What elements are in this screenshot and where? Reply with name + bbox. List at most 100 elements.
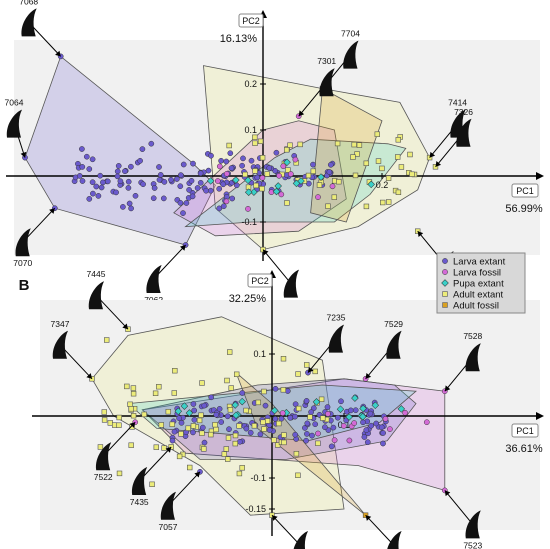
- data-point: [150, 195, 157, 202]
- data-point: [292, 431, 299, 438]
- data-point: [359, 404, 367, 413]
- y-variance-label: 32.25%: [229, 293, 267, 305]
- data-point: [340, 423, 347, 429]
- specimen-id-label: 7414: [448, 98, 467, 108]
- data-point: [360, 419, 366, 426]
- data-point: [315, 440, 321, 446]
- data-point: [185, 409, 194, 417]
- data-point: [318, 396, 325, 402]
- mandible-silhouette-icon: [319, 68, 335, 97]
- data-point: [345, 413, 353, 421]
- data-point: [264, 171, 270, 177]
- data-point: [130, 412, 137, 419]
- specimen-callout-arrow: [86, 373, 92, 379]
- data-point: [264, 418, 271, 424]
- specimen-callout-line: [444, 490, 474, 525]
- data-point: [223, 158, 230, 165]
- data-point: [223, 198, 230, 205]
- data-point: [375, 158, 382, 164]
- data-point: [225, 435, 232, 441]
- data-point: [139, 146, 146, 152]
- data-point: [347, 407, 354, 414]
- data-point: [244, 188, 253, 196]
- data-point: [125, 178, 132, 185]
- data-point: [203, 187, 209, 194]
- data-point: [180, 402, 189, 410]
- data-point: [270, 406, 279, 415]
- data-point: [423, 419, 430, 426]
- data-point: [76, 173, 83, 179]
- data-point: [326, 169, 333, 175]
- y-tick-label: 0.2: [244, 79, 257, 89]
- y-tick-label: 0.1: [244, 125, 257, 135]
- data-point: [93, 183, 100, 190]
- data-point: [254, 174, 261, 181]
- specimen-callout-arrow: [444, 490, 451, 497]
- specimen-callout-arrow: [365, 515, 372, 521]
- data-point: [116, 414, 122, 421]
- data-point: [292, 401, 299, 408]
- data-point: [239, 390, 246, 396]
- data-point: [180, 161, 187, 168]
- mandible-silhouette-icon: [131, 467, 148, 495]
- data-point: [114, 173, 121, 180]
- specimen-callout-arrow: [429, 151, 436, 158]
- data-point: [169, 421, 175, 427]
- data-point: [368, 422, 375, 429]
- data-point: [161, 179, 168, 185]
- data-point: [191, 407, 198, 414]
- specimen-id-label: 7522: [94, 472, 113, 482]
- mandible-silhouette-icon: [387, 531, 402, 549]
- data-point: [191, 416, 198, 423]
- data-point: [361, 434, 368, 440]
- data-point: [354, 151, 360, 157]
- data-point: [394, 154, 401, 160]
- data-point: [312, 398, 321, 406]
- data-point: [304, 431, 310, 437]
- data-point: [308, 409, 314, 415]
- data-point: [227, 150, 234, 157]
- data-point: [168, 176, 174, 183]
- data-point: [194, 185, 201, 191]
- data-point: [287, 171, 294, 177]
- specimen-id-label: 7704: [341, 29, 360, 39]
- data-point: [272, 385, 279, 392]
- data-point: [117, 178, 124, 185]
- data-point: [190, 423, 197, 429]
- data-point: [352, 407, 359, 414]
- panel-letter: B: [19, 277, 30, 294]
- data-point: [153, 444, 159, 450]
- data-point: [262, 402, 269, 409]
- data-point: [188, 177, 195, 184]
- plot-background: [14, 40, 540, 255]
- specimen-id-label: 7523: [463, 540, 482, 549]
- data-point: [287, 142, 293, 148]
- data-point: [402, 409, 408, 416]
- data-point: [233, 182, 240, 189]
- data-point: [247, 429, 254, 436]
- data-point: [232, 432, 239, 439]
- data-point: [331, 194, 337, 200]
- data-point: [238, 397, 246, 406]
- data-point: [442, 269, 448, 275]
- data-point: [303, 437, 309, 444]
- x-variance-label: 36.61%: [505, 443, 543, 455]
- specimen-callout-line: [95, 294, 129, 330]
- data-point: [266, 165, 273, 171]
- data-point: [97, 444, 104, 450]
- data-point: [295, 405, 302, 412]
- data-point: [268, 189, 275, 196]
- specimen-id-label: 7326: [454, 107, 473, 117]
- data-point: [158, 422, 164, 428]
- data-point: [232, 176, 240, 184]
- data-point: [152, 390, 159, 396]
- specimen-id-label: 7529: [384, 319, 403, 329]
- specimen-id-label: 7068: [19, 0, 38, 6]
- specimen-callout-arrow: [417, 231, 424, 237]
- data-point: [363, 427, 370, 433]
- specimen-callout-line: [262, 249, 292, 284]
- data-point: [325, 411, 331, 417]
- mandible-silhouette-icon: [6, 109, 22, 138]
- data-point: [190, 401, 197, 407]
